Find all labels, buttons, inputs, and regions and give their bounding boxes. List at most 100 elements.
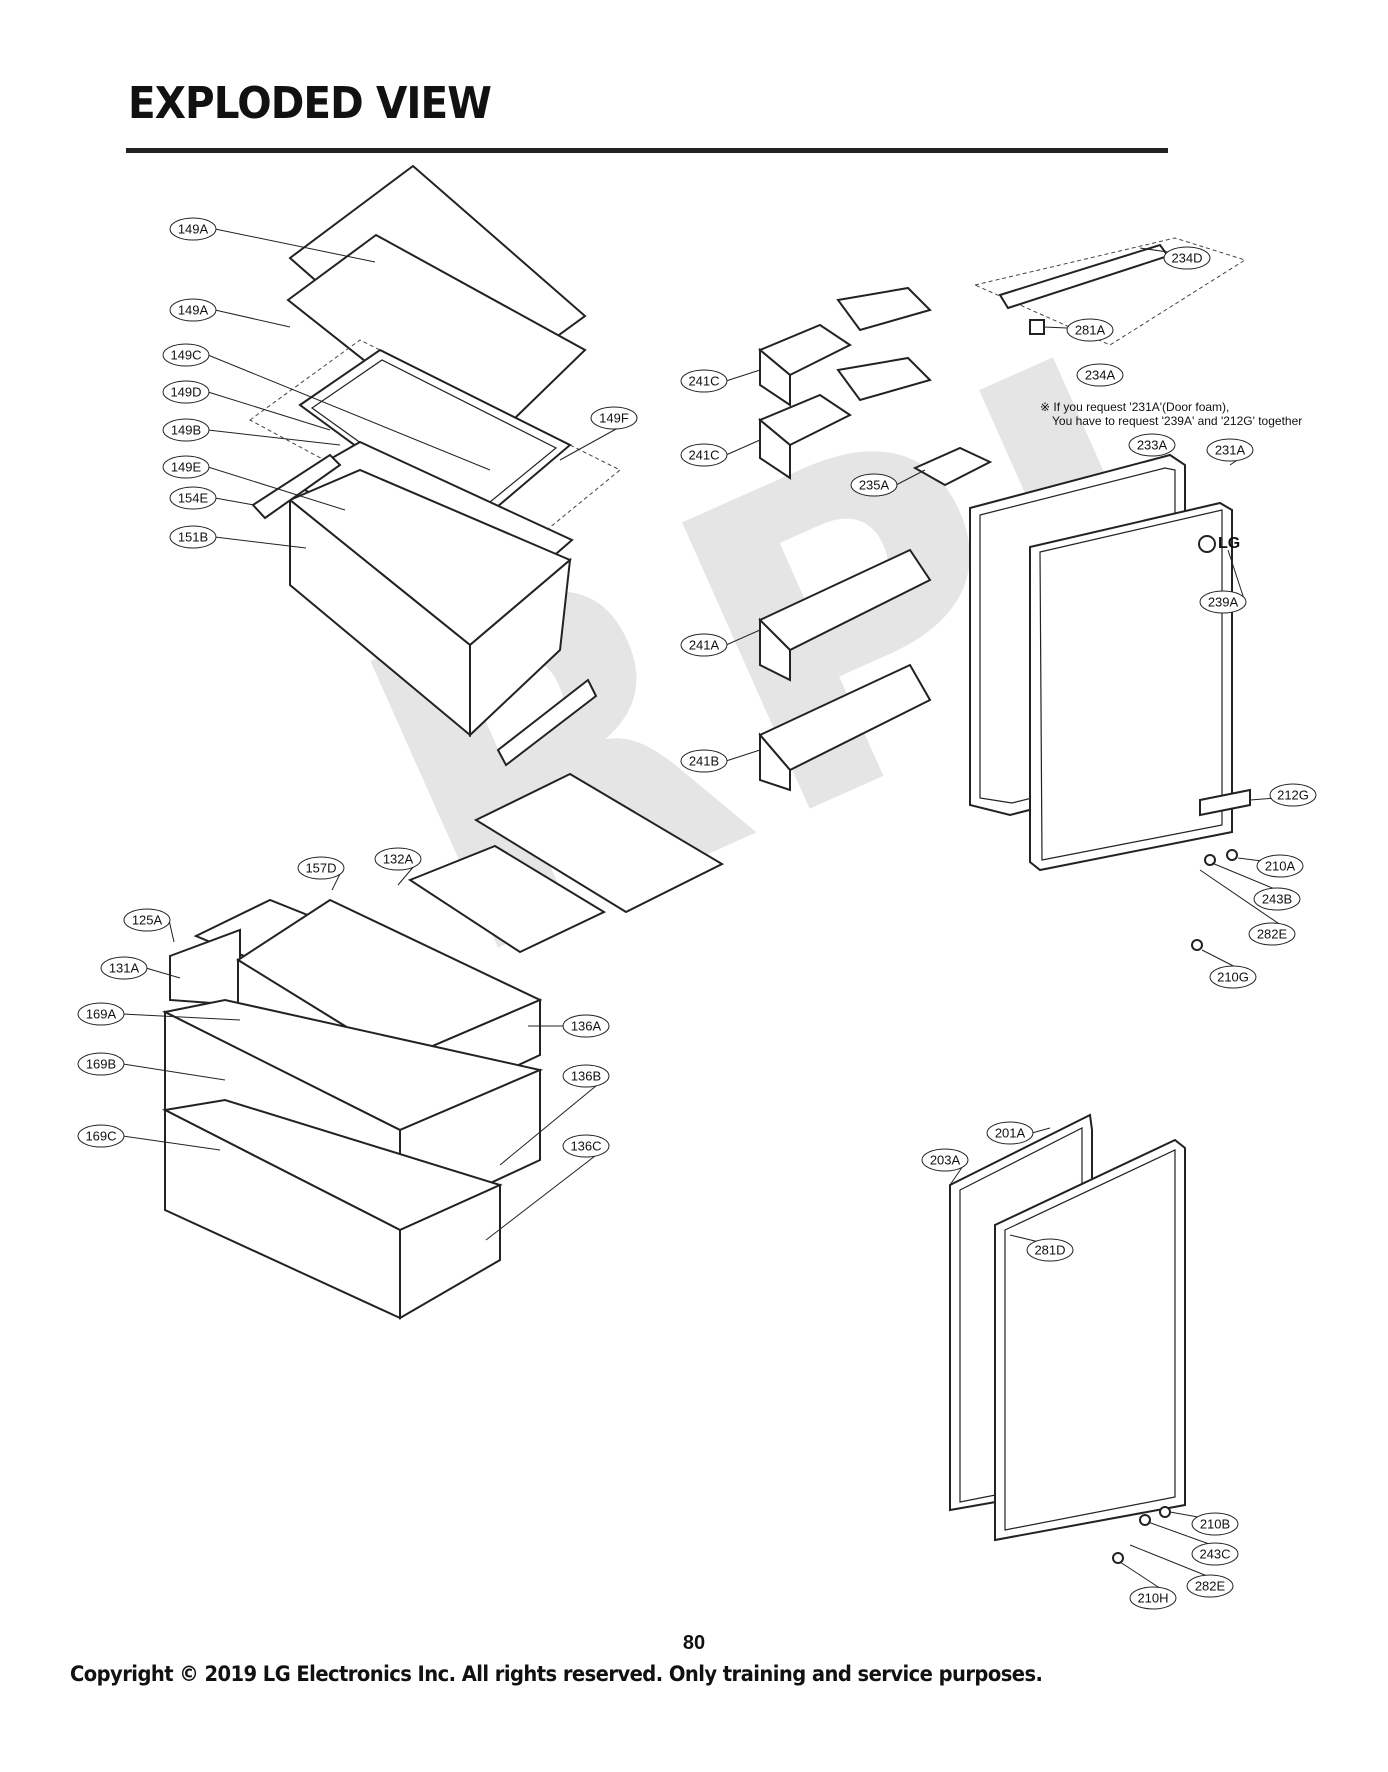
callout-bubble <box>1206 438 1254 462</box>
callout-bubble <box>680 749 728 773</box>
callout-136c: 136C <box>485 1134 610 1241</box>
glass-panel-small <box>407 844 607 954</box>
callout-154e: 154E <box>169 486 255 510</box>
callout-label: 233A <box>1137 438 1168 453</box>
callout-label: 131A <box>109 961 140 976</box>
callout-label: 234A <box>1085 368 1116 383</box>
callout-label: 210H <box>1137 1591 1168 1606</box>
callout-leader-line <box>122 1135 221 1151</box>
callout-leader-line <box>725 749 761 762</box>
callout-210b: 210B <box>1169 1511 1239 1536</box>
callout-leader-line <box>725 369 761 382</box>
callout-label: 136A <box>571 1019 602 1034</box>
callout-leader-line <box>214 309 291 328</box>
callout-leader-line <box>725 439 761 456</box>
callout-label: 151B <box>178 530 208 545</box>
callout-label: 281D <box>1034 1243 1065 1258</box>
callout-label: 234D <box>1171 251 1202 266</box>
callout-leader-line <box>214 228 376 263</box>
crisper-vent <box>496 678 598 767</box>
callout-label: 201A <box>995 1126 1026 1141</box>
callout-bubble <box>1076 363 1124 387</box>
callout-group: 149A149A149C149D149B149E154E151B149F241C… <box>77 217 1317 1610</box>
callout-label: 241B <box>689 754 719 769</box>
callout-leader-line <box>1031 1127 1051 1134</box>
callout-bubble <box>123 908 171 932</box>
callout-leader-line <box>207 391 331 431</box>
callout-243b: 243B <box>1211 862 1301 911</box>
callout-bubble <box>590 406 638 430</box>
callout-bubble <box>1253 887 1301 911</box>
callout-136a: 136A <box>528 1014 610 1038</box>
callout-label: 132A <box>383 852 414 867</box>
door-foam-note-line1: ※ If you request '231A'(Door foam), <box>1040 400 1230 414</box>
callout-bubble <box>1026 1238 1074 1262</box>
callout-label: 210G <box>1217 970 1249 985</box>
callout-bubble <box>162 418 210 442</box>
door-bins-small <box>758 286 932 480</box>
callout-label: 149E <box>171 460 202 475</box>
callout-leader-line <box>122 1013 241 1021</box>
callout-label: 149D <box>170 385 201 400</box>
callout-169a: 169A <box>77 1002 241 1026</box>
callout-label: 136C <box>570 1139 601 1154</box>
callout-149c: 149C <box>162 343 491 471</box>
callout-bubble <box>562 1014 610 1038</box>
callout-169b: 169B <box>77 1052 226 1081</box>
lg-door-logo: LG <box>1198 535 1240 553</box>
callout-label: 241A <box>689 638 720 653</box>
callout-bubble <box>986 1121 1034 1145</box>
callout-leader-line <box>214 497 255 506</box>
lg-logo-text: LG <box>1218 535 1241 553</box>
callout-233a: 233A <box>1128 433 1176 457</box>
callout-239a: 239A <box>1199 549 1247 614</box>
callout-leader-line <box>1227 549 1246 603</box>
callout-bubble <box>374 847 422 871</box>
callout-bubble <box>1129 1586 1177 1610</box>
callout-bubble <box>297 856 345 880</box>
callout-212g: 212G <box>1249 783 1317 807</box>
callout-label: 282E <box>1257 927 1288 942</box>
callout-210g: 210G <box>1201 949 1257 989</box>
callout-bubble <box>850 473 898 497</box>
callout-bubble <box>1191 1512 1239 1536</box>
callout-label: 149A <box>178 222 209 237</box>
callout-label: 243C <box>1199 1547 1230 1562</box>
door-foam-note-line2: You have to request '239A' and '212G' to… <box>1052 414 1303 428</box>
callout-281a: 281A <box>1043 318 1114 342</box>
callout-bubble <box>680 633 728 657</box>
callout-bubble <box>1128 433 1176 457</box>
door-upper-hinge-parts <box>1191 849 1238 951</box>
callout-bubble <box>562 1134 610 1158</box>
callout-leader-line <box>168 919 175 943</box>
callout-bubble <box>162 455 210 479</box>
callout-282e: 282E <box>1199 869 1296 946</box>
callout-label: 169A <box>86 1007 117 1022</box>
callout-label: 210A <box>1265 859 1296 874</box>
callout-201a: 201A <box>986 1121 1051 1145</box>
callout-bubble <box>77 1052 125 1076</box>
callout-leader-line <box>725 629 761 646</box>
title-rule <box>126 148 1168 153</box>
callout-label: 235A <box>859 478 890 493</box>
callout-label: 157D <box>305 861 336 876</box>
callout-bubble <box>1248 922 1296 946</box>
callout-label: 210B <box>1200 1517 1230 1532</box>
callout-210a: 210A <box>1237 854 1304 878</box>
callout-label: 149C <box>170 348 201 363</box>
callout-bubble <box>100 956 148 980</box>
callout-label: 125A <box>132 913 163 928</box>
callout-bubble <box>1209 965 1257 989</box>
callout-210h: 210H <box>1119 1561 1177 1610</box>
callout-label: 136B <box>571 1069 601 1084</box>
callout-149a: 149A <box>169 298 291 328</box>
callout-bubble <box>680 443 728 467</box>
drawer-bottom <box>161 1098 503 1320</box>
callout-241c: 241C <box>680 439 761 467</box>
callout-bubble <box>1163 246 1211 270</box>
egg-tray <box>912 446 993 487</box>
callout-231a: 231A <box>1206 438 1254 466</box>
callout-label: 149F <box>599 411 629 426</box>
callout-241c: 241C <box>680 369 761 393</box>
callout-label: 169C <box>85 1129 116 1144</box>
